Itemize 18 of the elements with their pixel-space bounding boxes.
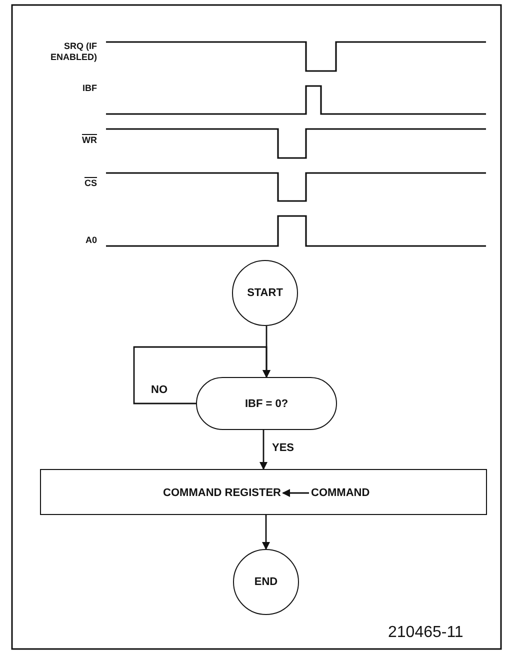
signal-label: SRQ (IF ENABLED) xyxy=(50,41,97,63)
arrow xyxy=(260,430,268,470)
command-text: COMMAND xyxy=(311,485,379,501)
arrow xyxy=(282,489,309,497)
signal-label: IBF xyxy=(82,83,97,94)
edge-label: YES xyxy=(271,442,296,454)
register-text: COMMAND REGISTER xyxy=(151,485,281,501)
signal-label: A0 xyxy=(84,235,97,246)
arrow xyxy=(133,346,270,404)
signal-label: CS xyxy=(83,178,97,189)
decision-box: IBF = 0? xyxy=(196,377,337,430)
edge-label: NO xyxy=(150,384,168,396)
figure-number: 210465-11 xyxy=(388,624,464,642)
arrow xyxy=(262,515,270,550)
process-box xyxy=(40,469,487,515)
end-terminal: END xyxy=(233,549,299,615)
start-terminal: START xyxy=(232,260,298,326)
signal-label: WR xyxy=(81,135,97,146)
